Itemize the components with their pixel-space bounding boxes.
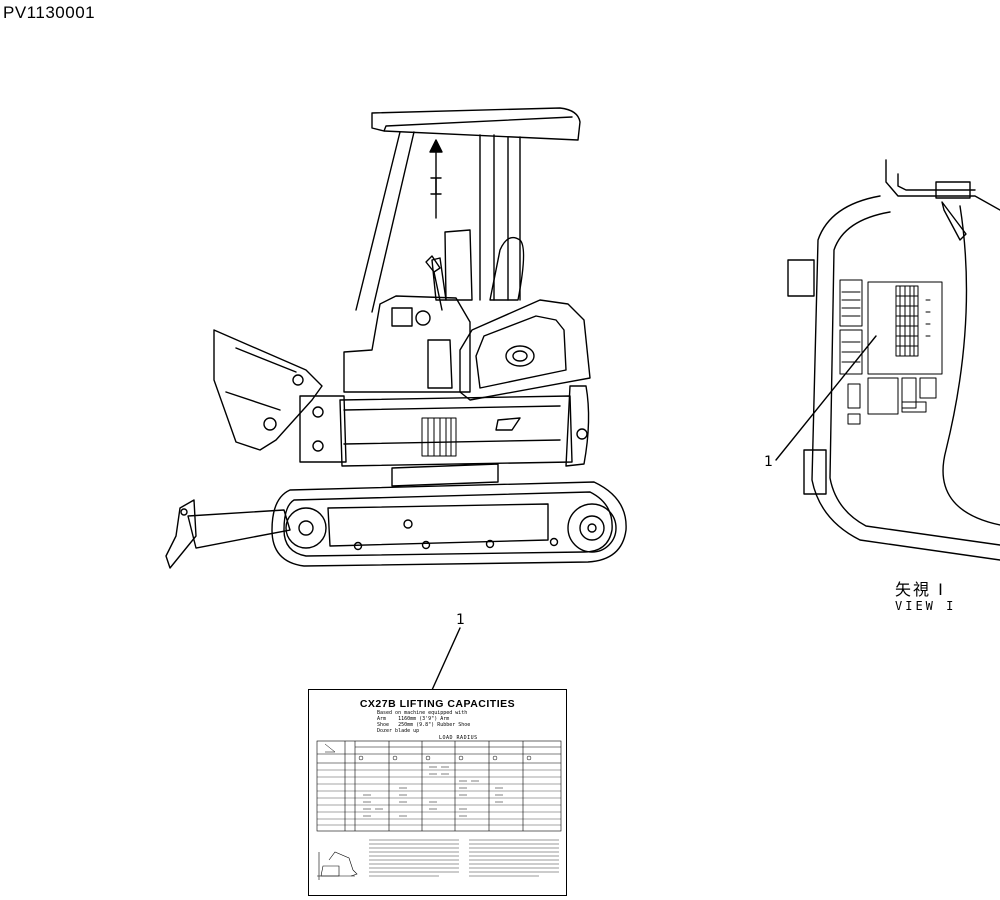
- view-callout-number: 1: [764, 454, 773, 470]
- decal-callout-number: 1: [456, 612, 465, 628]
- excavator-side-view: [165, 107, 627, 569]
- view-arrow: [429, 139, 443, 219]
- decal-leader-line: [431, 627, 461, 691]
- document-id: PV1130001: [3, 3, 96, 22]
- view-label-en: VIEW I: [895, 599, 957, 613]
- decal-note-line: Based on machine equipped with: [377, 710, 468, 716]
- load-radius-label: LOAD RADIUS: [439, 735, 478, 741]
- lifting-capacity-decal: CX27B LIFTING CAPACITIES Based on machin…: [308, 689, 567, 896]
- decal-note-line: Shoe 250mm (9.8") Rubber Shoe: [377, 722, 471, 728]
- view-label-jp: 矢視 I: [895, 580, 945, 599]
- decal-note-line: Arm 1160mm (3'9") Arm: [377, 716, 450, 722]
- decal-table-graphic: [316, 740, 562, 880]
- decal-title: CX27B LIFTING CAPACITIES: [359, 698, 516, 710]
- view-i-panel: [775, 159, 1000, 561]
- decal-note-line: Dozer blade up: [377, 728, 420, 734]
